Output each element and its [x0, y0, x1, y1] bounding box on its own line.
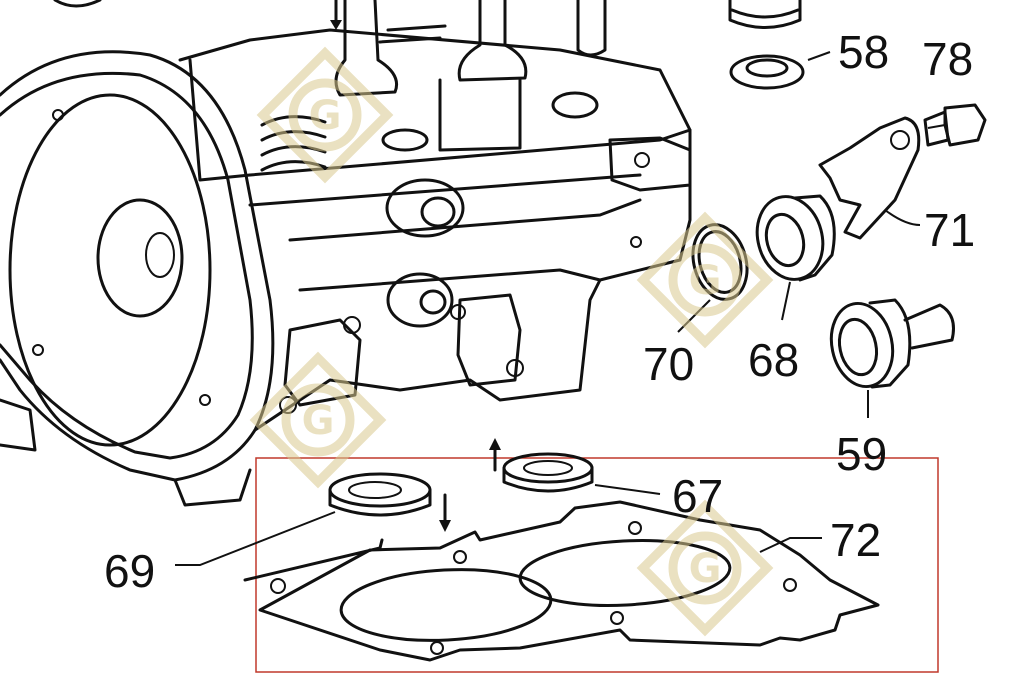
watermark-logo: G: [636, 211, 774, 349]
highlighted-region: [255, 457, 939, 673]
label-58: 58: [838, 26, 889, 78]
watermark-logo: G: [249, 351, 387, 489]
watermark-logo: G: [256, 46, 394, 184]
label-78: 78: [922, 33, 973, 85]
watermark-letter: G: [689, 546, 722, 592]
label-72: 72: [830, 514, 881, 566]
watermark-logo: G: [636, 499, 774, 637]
label-59: 59: [836, 428, 887, 480]
part-69-valve-seal: [175, 472, 451, 566]
part-71-fork-bracket: [818, 116, 921, 240]
watermark-letter: G: [309, 93, 342, 139]
part-58-seal-washer: [728, 0, 831, 90]
part-78-bolt: [923, 103, 987, 147]
label-70: 70: [643, 338, 694, 390]
part-number-labels: 58 78 71 70 68 59 67 72 69: [104, 26, 975, 597]
part-59-elbow-fitting: [829, 298, 955, 418]
label-68: 68: [748, 334, 799, 386]
watermark-logos: G G G G: [249, 46, 774, 637]
watermark-letter: G: [302, 398, 335, 444]
part-68-bushing: [755, 194, 836, 321]
label-69: 69: [104, 545, 155, 597]
label-71: 71: [924, 204, 975, 256]
part-67-valve-seal: [489, 438, 661, 495]
label-67: 67: [672, 470, 723, 522]
flywheel-flange: [0, 50, 275, 507]
part-72-head-gasket: [243, 500, 880, 662]
head-block: [53, 0, 692, 432]
watermark-letter: G: [689, 258, 722, 304]
